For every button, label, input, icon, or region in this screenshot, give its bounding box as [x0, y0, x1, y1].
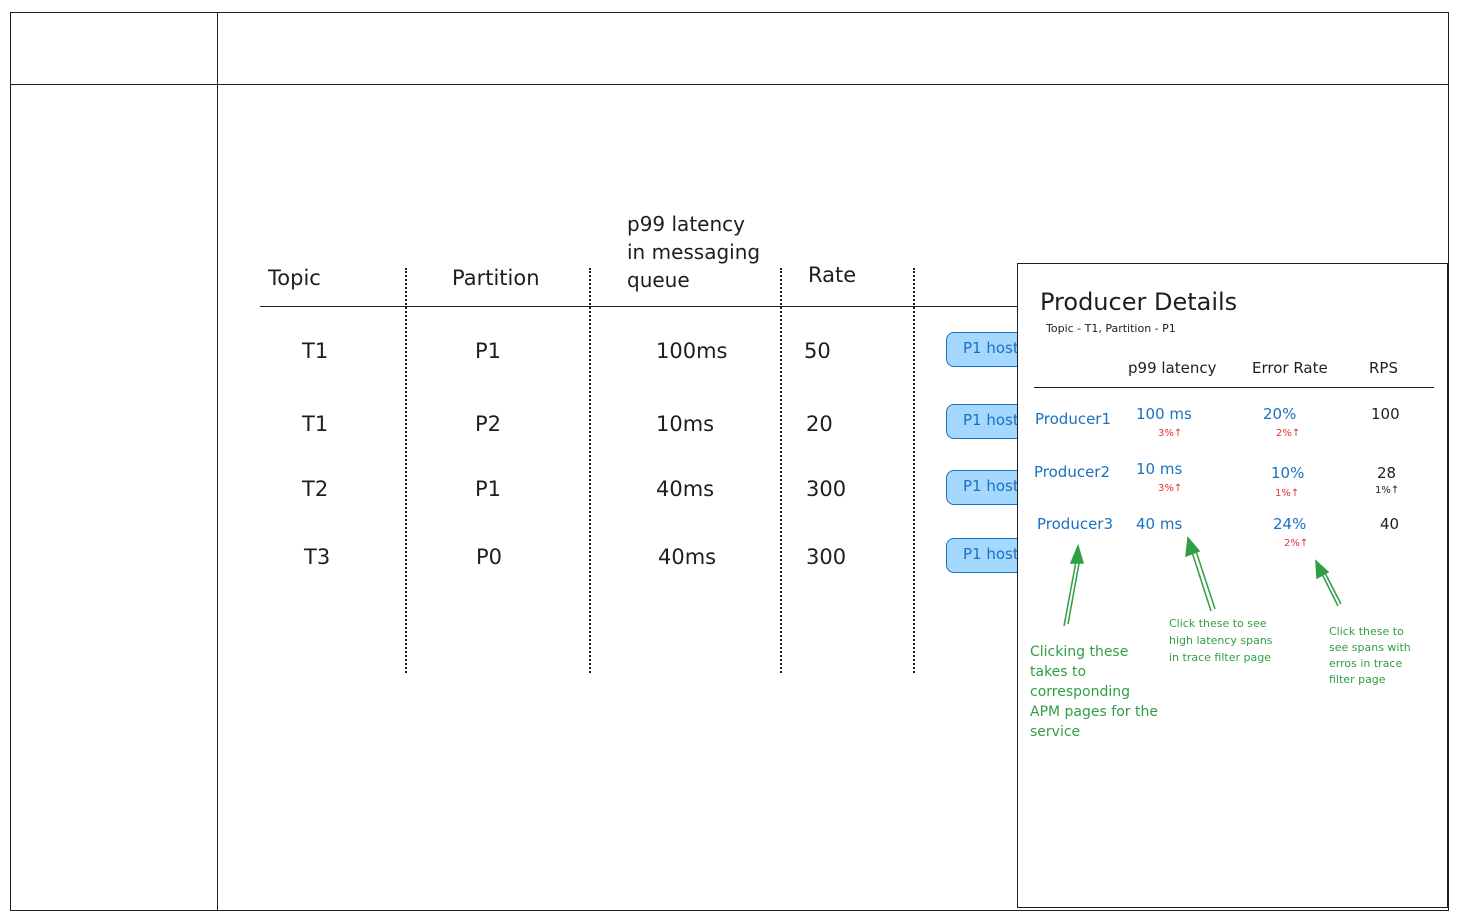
arrow-icon	[1315, 559, 1342, 607]
column-header-latency: p99 latency in messaging queue	[627, 210, 760, 294]
note-line: see spans with	[1329, 641, 1411, 654]
panel-subtitle: Topic - T1, Partition - P1	[1046, 322, 1176, 335]
latency-link[interactable]: 40 ms	[1136, 515, 1183, 533]
app-frame	[10, 12, 1449, 911]
table-cell-topic: T1	[302, 339, 329, 363]
arrow-icon	[1185, 536, 1216, 612]
panel-column-rps: RPS	[1369, 359, 1398, 377]
error-rate-delta: 2%↑	[1276, 428, 1301, 439]
table-cell-partition: P1	[475, 339, 502, 363]
arrow-icon	[1063, 543, 1085, 627]
note-line: filter page	[1329, 673, 1386, 686]
rps-value: 40	[1380, 515, 1400, 533]
note-line: takes to	[1030, 664, 1087, 680]
column-header-latency-line-3: queue	[627, 268, 690, 292]
error-rate-link[interactable]: 20%	[1263, 405, 1297, 423]
table-cell-partition: P0	[476, 545, 503, 569]
note-line: Click these to	[1329, 625, 1404, 638]
table-cell-rate: 300	[806, 477, 847, 501]
error-rate-delta: 1%↑	[1275, 488, 1300, 499]
column-separator	[405, 268, 407, 673]
column-header-rate: Rate	[808, 263, 857, 287]
note-error-links: Click these to see spans with erros in t…	[1329, 624, 1411, 688]
rps-delta: 1%↑	[1375, 485, 1400, 496]
note-line: high latency spans	[1169, 634, 1273, 647]
panel-header-rule	[1034, 387, 1434, 388]
table-cell-rate: 50	[804, 339, 831, 363]
table-cell-partition: P1	[475, 477, 502, 501]
panel-column-latency: p99 latency	[1128, 359, 1217, 377]
rps-value: 100	[1371, 405, 1400, 423]
table-cell-topic: T3	[304, 545, 331, 569]
producer-link[interactable]: Producer1	[1035, 410, 1112, 428]
table-cell-latency: 40ms	[658, 545, 717, 569]
annotation-arrows	[1063, 536, 1342, 627]
note-line: service	[1030, 724, 1081, 740]
error-rate-delta: 2%↑	[1284, 538, 1309, 549]
note-latency-links: Click these to see high latency spans in…	[1169, 615, 1273, 666]
table-cell-topic: T2	[302, 477, 329, 501]
sidebar-divider	[217, 12, 218, 911]
note-producer-links: Clicking these takes to corresponding AP…	[1030, 642, 1158, 742]
producer-link[interactable]: Producer2	[1034, 463, 1111, 481]
latency-link[interactable]: 100 ms	[1136, 405, 1192, 423]
note-line: erros in trace	[1329, 657, 1403, 670]
column-header-latency-line-1: p99 latency	[627, 212, 745, 236]
note-line: Clicking these	[1030, 644, 1129, 660]
column-header-topic: Topic	[268, 266, 321, 290]
note-line: corresponding	[1030, 684, 1130, 700]
latency-delta: 3%↑	[1158, 428, 1183, 439]
table-header-rule	[260, 306, 1020, 307]
table-cell-partition: P2	[475, 412, 502, 436]
table-cell-latency: 40ms	[656, 477, 715, 501]
table-cell-rate: 20	[806, 412, 833, 436]
error-rate-link[interactable]: 10%	[1271, 464, 1305, 482]
header-divider	[10, 84, 1449, 85]
rps-value: 28	[1377, 464, 1397, 482]
table-cell-topic: T1	[302, 412, 329, 436]
note-line: in trace filter page	[1169, 651, 1271, 664]
column-separator	[913, 268, 915, 673]
column-separator	[589, 268, 591, 673]
table-cell-latency: 10ms	[656, 412, 715, 436]
error-rate-link[interactable]: 24%	[1273, 515, 1307, 533]
panel-title: Producer Details	[1040, 288, 1238, 316]
producer-link[interactable]: Producer3	[1037, 515, 1114, 533]
table-cell-rate: 300	[806, 545, 847, 569]
table-cell-latency: 100ms	[656, 339, 728, 363]
latency-link[interactable]: 10 ms	[1136, 460, 1183, 478]
column-header-latency-line-2: in messaging	[627, 240, 761, 264]
panel-column-error-rate: Error Rate	[1252, 359, 1328, 377]
note-line: Click these to see	[1169, 617, 1267, 630]
note-line: APM pages for the	[1030, 704, 1158, 720]
producer-details-panel: Producer Details Topic - T1, Partition -…	[1017, 263, 1448, 908]
column-header-partition: Partition	[452, 266, 540, 290]
column-separator	[780, 268, 782, 673]
latency-delta: 3%↑	[1158, 483, 1183, 494]
